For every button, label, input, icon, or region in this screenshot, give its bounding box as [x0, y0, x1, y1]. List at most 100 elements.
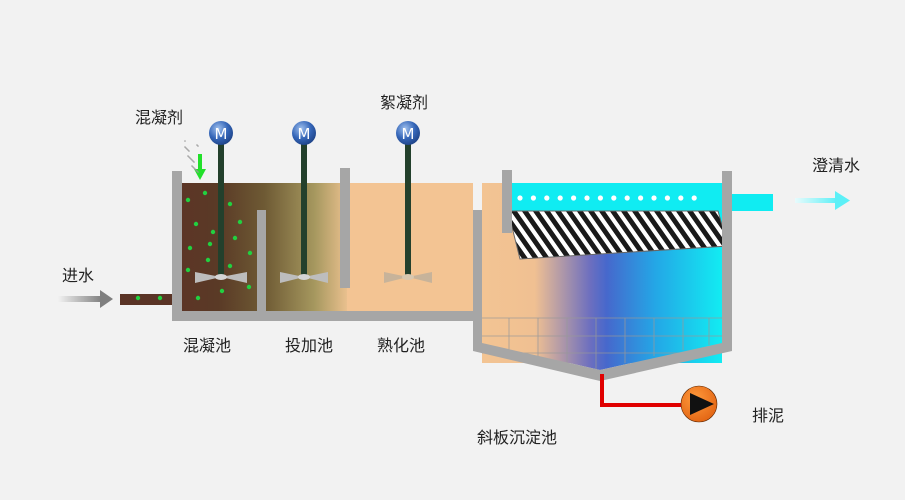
coagulant-speck: [192, 166, 194, 168]
motor-label: M: [215, 125, 228, 143]
flocculant-label: 絮凝剂: [380, 93, 429, 112]
inlet-arrow-icon: [58, 290, 113, 308]
floc-particle: [202, 190, 208, 196]
collector-hole: [678, 195, 684, 201]
coagulant-dust: [184, 140, 199, 173]
collector-hole: [544, 195, 550, 201]
inlet-label: 进水: [62, 266, 95, 285]
floc-particle: [185, 197, 191, 203]
coagulant-speck: [187, 149, 189, 151]
motor-label: M: [298, 125, 311, 143]
coagulant-speck: [194, 168, 196, 170]
coagulation-baffle: [257, 210, 266, 311]
collector-hole: [584, 195, 590, 201]
mixer-dosing[interactable]: M: [280, 121, 328, 283]
collector-hole: [557, 195, 563, 201]
clear-water-outlet-pipe: [722, 194, 773, 211]
coagulant-speck: [187, 155, 189, 157]
coagulant-speck: [185, 147, 187, 149]
floc-particle: [232, 235, 238, 241]
collector-holes: [517, 195, 697, 201]
floc-particle: [210, 229, 216, 235]
floc-particle: [227, 263, 233, 269]
collector-hole: [691, 195, 697, 201]
settler-hopper-wall: [473, 343, 732, 381]
settler-label: 斜板沉淀池: [477, 428, 558, 447]
collector-hole: [517, 195, 523, 201]
collector-hole: [571, 195, 577, 201]
coagulant-label: 混凝剂: [135, 108, 184, 127]
floc-particle: [135, 295, 141, 301]
collector-hole: [530, 195, 537, 201]
settler-left-wall: [473, 321, 482, 351]
sludge-pipe: [600, 374, 684, 407]
tank-walls: [172, 168, 732, 351]
coagulant-speck: [189, 157, 191, 159]
collector-hole: [638, 195, 644, 201]
collector-hole: [664, 195, 671, 201]
impeller-icon: [384, 272, 432, 283]
coagulation-tank-label: 混凝池: [183, 336, 232, 355]
coagulant-speck: [196, 144, 198, 146]
motor-label: M: [402, 125, 415, 143]
coagulant-dosing-arrow: [194, 154, 206, 180]
settler-inlet-wall: [473, 210, 482, 321]
coagulant-speck: [193, 161, 195, 163]
clear-water-label: 澄清水: [812, 156, 861, 175]
collector-hole: [611, 195, 617, 201]
motor-icon: M: [209, 121, 233, 145]
collector-hole: [651, 195, 657, 201]
coagulant-speck: [184, 140, 186, 142]
sludge-discharge-label: 排泥: [752, 406, 785, 425]
floc-particle: [247, 250, 253, 256]
coagulant-speck: [191, 159, 193, 161]
floc-particle: [246, 284, 252, 290]
settler-right-wall: [722, 171, 732, 343]
floc-particle: [157, 295, 163, 301]
coagulant-speck: [186, 148, 188, 150]
dosing-tank-label: 投加池: [285, 336, 334, 355]
coagulant-speck: [184, 146, 186, 148]
coagulant-speck: [196, 170, 198, 172]
coagulant-speck: [190, 158, 192, 160]
floc-particle: [195, 295, 201, 301]
floc-particles: [135, 190, 253, 301]
pump-icon[interactable]: [680, 385, 718, 423]
floc-particle: [185, 267, 191, 273]
impeller-icon: [280, 272, 328, 283]
coagulant-speck: [188, 156, 190, 158]
floc-particle: [227, 201, 233, 207]
coagulant-speck: [197, 171, 199, 173]
settler-plate-baffle: [502, 170, 512, 233]
motor-icon: M: [292, 121, 316, 145]
settling-liquid-hopper: [482, 318, 722, 370]
dosing-maturation-baffle: [340, 168, 350, 288]
coagulant-speck: [197, 145, 199, 147]
floc-particle: [193, 221, 199, 227]
floc-particle: [207, 241, 213, 247]
tank-floor: [172, 311, 482, 321]
mixer-maturation[interactable]: M: [384, 121, 432, 283]
coagulant-speck: [188, 150, 190, 152]
coagulant-speck: [193, 167, 195, 169]
coagulation-left-wall: [172, 171, 182, 321]
collector-hole: [597, 195, 604, 201]
mixer-coagulation[interactable]: M: [195, 121, 247, 283]
coagulant-speck: [195, 169, 197, 171]
clear-water-zone: [512, 183, 722, 211]
floc-particle: [187, 245, 193, 251]
maturation-tank-label: 熟化池: [377, 336, 426, 355]
inclined-plate-pack: [508, 211, 728, 259]
coagulant-speck: [192, 160, 194, 162]
coagulant-speck: [191, 165, 193, 167]
motor-icon: M: [396, 121, 420, 145]
inlet-pipe: [120, 294, 182, 305]
outlet-arrow-icon: [795, 191, 850, 210]
floc-particle: [237, 219, 243, 225]
impeller-icon: [195, 272, 247, 283]
collector-hole: [624, 195, 630, 201]
floc-particle: [219, 288, 225, 294]
floc-particle: [205, 257, 211, 263]
